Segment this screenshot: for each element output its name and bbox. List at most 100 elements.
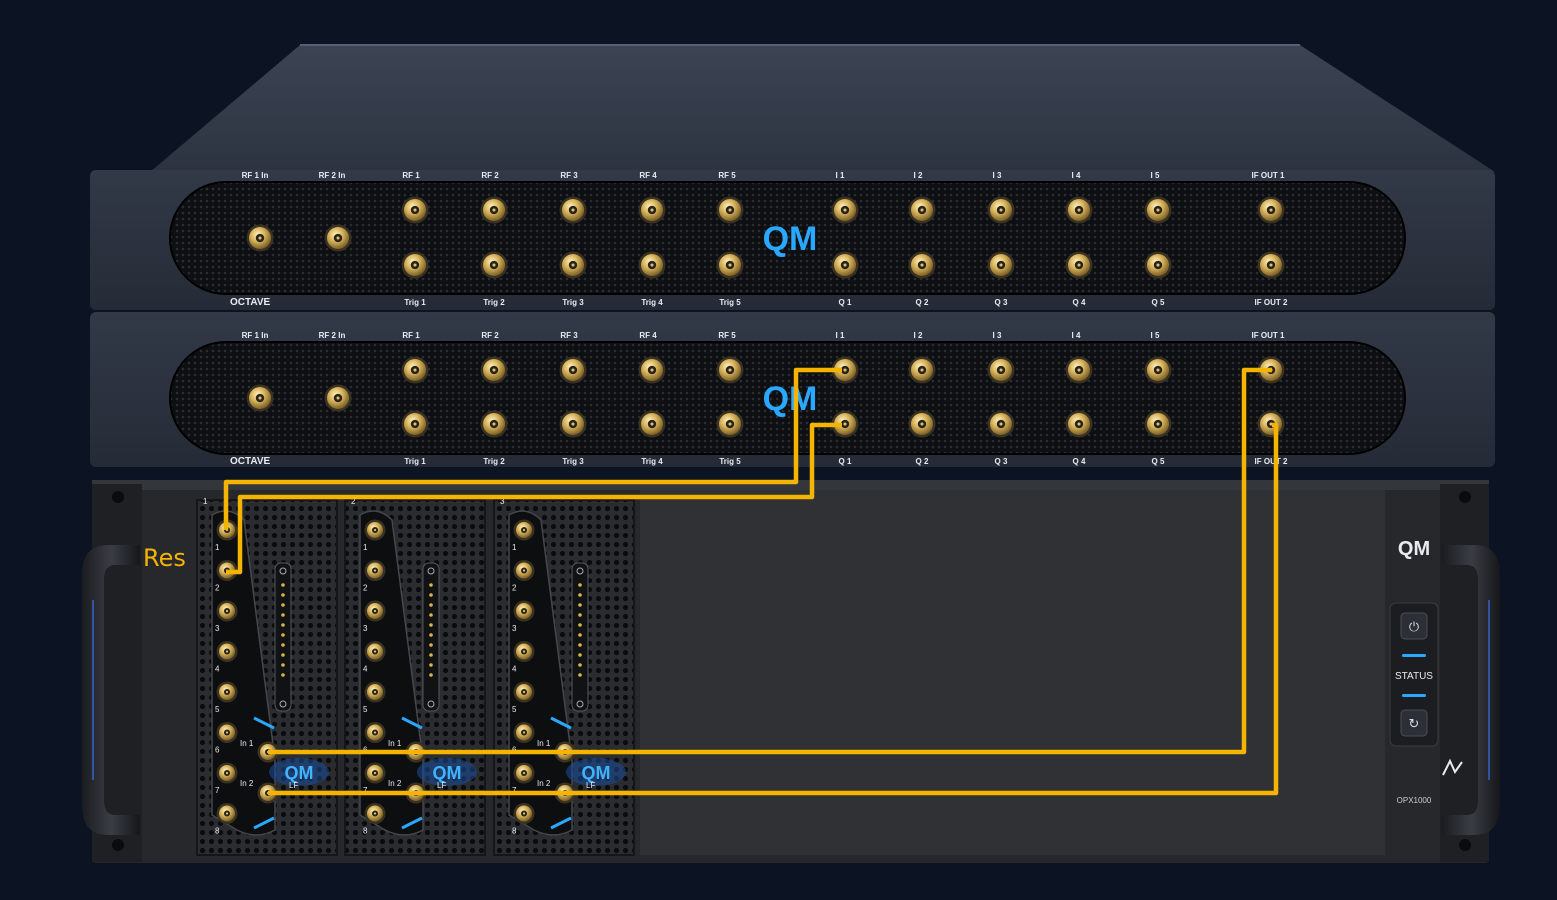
octave-connector[interactable] [987,410,1015,438]
octave-connector[interactable] [831,410,859,438]
module-led-accent [550,816,572,830]
octave-connector[interactable] [1065,251,1093,279]
octave-connector[interactable] [638,251,666,279]
octave-top-label: I 5 [1151,171,1160,180]
octave-bottom-label: Q 1 [839,457,852,466]
octave-connector[interactable] [908,410,936,438]
octave-connector[interactable] [987,251,1015,279]
input-label: In 2 [537,779,551,788]
octave-connector[interactable] [480,356,508,384]
octave-connector[interactable] [908,196,936,224]
octave-connector[interactable] [831,196,859,224]
rf-in-connector[interactable] [324,224,352,252]
octave-top-label: I 1 [836,171,845,180]
opx-brand-logo: QM [1398,538,1430,560]
module-logo: QM [433,763,462,783]
octave-top-label: RF 2 [481,331,499,340]
octave-connector[interactable] [638,410,666,438]
octave-lid [150,45,1495,172]
octave-bottom-label: Trig 5 [719,298,741,307]
octave-connector[interactable] [987,356,1015,384]
analog-output-connector[interactable] [513,762,535,784]
analog-output-connector[interactable] [216,641,238,662]
octave-connector[interactable] [831,251,859,279]
octave-connector[interactable] [1257,251,1285,279]
analog-output-connector[interactable] [364,560,386,581]
octave-connector[interactable] [716,410,744,438]
analog-output-connector[interactable] [364,762,386,784]
port-number: 7 [215,786,220,795]
octave-connector[interactable] [831,356,859,384]
analog-output-connector[interactable] [364,722,386,743]
slot-number: 1 [203,497,208,506]
analog-output-connector[interactable] [513,560,535,581]
octave-connector[interactable] [638,356,666,384]
octave-connector[interactable] [908,251,936,279]
octave-connector[interactable] [480,410,508,438]
octave-connector[interactable] [638,196,666,224]
octave-connector[interactable] [1065,196,1093,224]
octave-top-label: IF OUT 1 [1252,171,1285,180]
octave-connector[interactable] [401,251,429,279]
analog-output-connector[interactable] [216,722,238,743]
power-button[interactable]: ⏻ [1400,612,1428,640]
analog-output-connector[interactable] [216,762,238,784]
octave-connector[interactable] [1257,196,1285,224]
analog-output-connector[interactable] [364,600,386,622]
octave-connector[interactable] [559,251,587,279]
cable-set [223,367,1279,796]
analog-output-connector[interactable] [513,519,535,541]
octave-connector[interactable] [987,196,1015,224]
octave-connector[interactable] [1065,356,1093,384]
octave-connector[interactable] [716,356,744,384]
octave-bottom-label: Q 2 [916,457,929,466]
left-handle[interactable] [82,545,140,835]
octave-connector[interactable] [1257,410,1285,438]
octave-connector[interactable] [480,196,508,224]
analog-output-connector[interactable] [364,681,386,703]
analog-output-connector[interactable] [364,803,386,824]
octave-connector[interactable] [716,251,744,279]
analog-output-connector[interactable] [513,681,535,703]
octave-connector[interactable] [1144,410,1172,438]
octave-connector[interactable] [480,251,508,279]
port-number: 7 [363,786,368,795]
analog-output-connector[interactable] [513,803,535,824]
octave-connector[interactable] [401,410,429,438]
analog-output-connector[interactable] [364,519,386,541]
octave-top-label: I 2 [914,171,923,180]
right-handle[interactable] [1442,545,1500,835]
analog-output-connector[interactable] [513,722,535,743]
rf-in-connector[interactable] [246,224,274,252]
octave-connector[interactable] [716,196,744,224]
slot-number: 2 [351,497,356,506]
analog-output-connector[interactable] [513,641,535,662]
octave-connector[interactable] [559,356,587,384]
octave-bottom-label: Trig 4 [641,457,663,466]
analog-output-connector[interactable] [364,641,386,662]
analog-output-connector[interactable] [216,600,238,622]
octave-connector[interactable] [559,196,587,224]
octave-connector[interactable] [1065,410,1093,438]
module-logo: QM [285,763,314,783]
analog-output-connector[interactable] [513,600,535,622]
octave-top-label: RF 3 [560,171,578,180]
rf-in-connector[interactable] [246,384,274,412]
octave-connector[interactable] [1144,251,1172,279]
octave-connector[interactable] [1144,196,1172,224]
octave-top-label: RF 5 [718,171,736,180]
analog-output-connector[interactable] [216,681,238,703]
reset-button[interactable]: ↻ [1400,709,1428,737]
rf-in-connector[interactable] [324,384,352,412]
octave-connector[interactable] [401,196,429,224]
status-label: STATUS [1395,671,1433,682]
octave-connector[interactable] [1144,356,1172,384]
octave-connector[interactable] [908,356,936,384]
octave-connector[interactable] [559,410,587,438]
octave-top-label: RF 2 In [319,171,346,180]
port-number: 5 [363,705,368,714]
octave-connector[interactable] [401,356,429,384]
analog-output-connector[interactable] [216,803,238,824]
